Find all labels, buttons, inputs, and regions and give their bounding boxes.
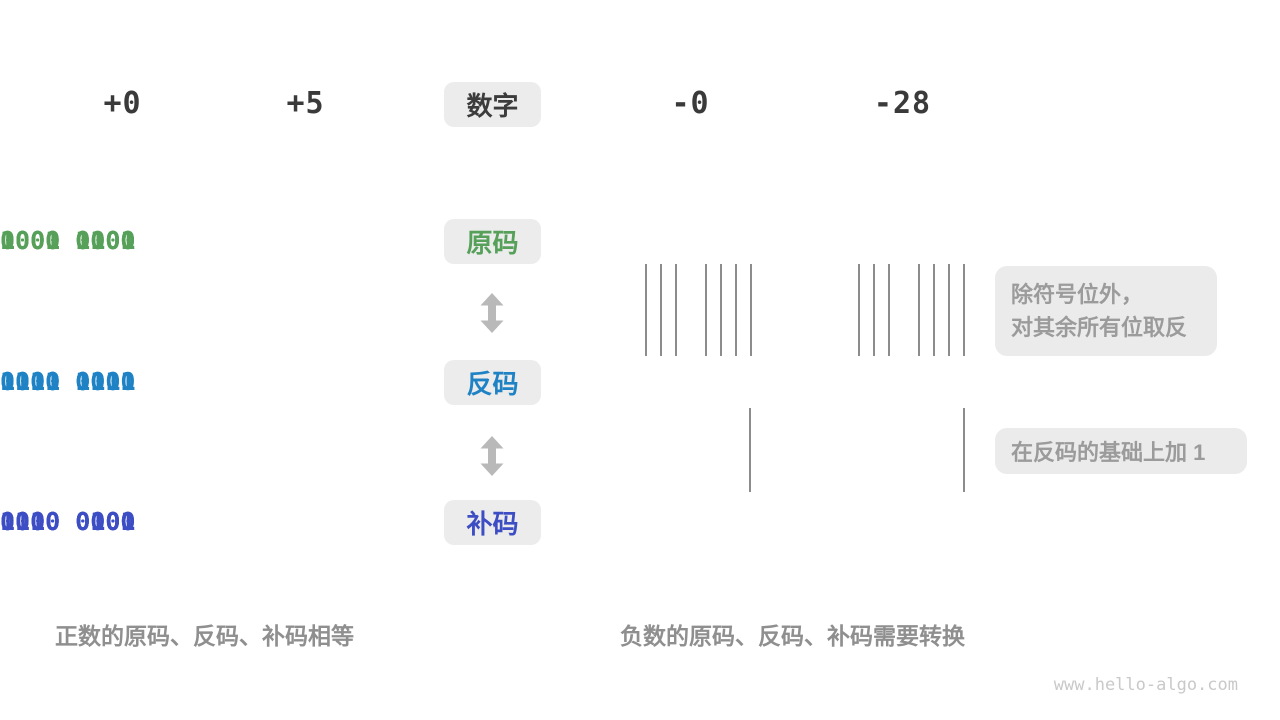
twos-complement-plus-0: 0000 0000 (0, 507, 136, 536)
note-invert-bits: 除符号位外， 对其余所有位取反 (995, 266, 1217, 356)
note-add-one: 在反码的基础上加 1 (995, 428, 1247, 474)
add-one-line-minus-0 (749, 408, 751, 492)
bit-invert-lines-minus-0 (645, 264, 752, 356)
note-invert-bits-line2: 对其余所有位取反 (1011, 315, 1188, 340)
decimal-value-minus-28: -28 (873, 86, 932, 121)
double-arrow-icon (479, 293, 505, 333)
header-badge-number: 数字 (444, 82, 541, 127)
ones-complement-minus-0: 1111 1111 (0, 367, 136, 396)
sign-magnitude-plus-0: 0000 0000 (0, 226, 136, 255)
watermark-url: www.hello-algo.com (1053, 675, 1238, 695)
ones-complement-plus-0: 0000 0000 (0, 367, 136, 396)
double-arrow-icon (479, 436, 505, 476)
decimal-value-minus-0: -0 (671, 86, 710, 121)
bit-invert-lines-minus-28 (858, 264, 965, 356)
note-invert-bits-line1: 除符号位外， (1011, 282, 1144, 307)
twos-complement-minus-28: 1110 0100 (0, 507, 136, 536)
sign-magnitude-minus-28: 1001 1100 (0, 226, 136, 255)
decimal-value-plus-5: +5 (286, 86, 325, 121)
row-badge-ones-complement: 反码 (444, 360, 541, 405)
row-badge-twos-complement: 补码 (444, 500, 541, 545)
twos-complement-plus-5: 0000 0101 (0, 507, 136, 536)
ones-complement-plus-5: 0000 0101 (0, 367, 136, 396)
caption-positive-numbers: 正数的原码、反码、补码相等 (55, 623, 354, 649)
ones-complement-minus-28: 1110 0011 (0, 367, 136, 396)
add-one-line-minus-28 (963, 408, 965, 492)
sign-magnitude-minus-0: 1000 0000 (0, 226, 136, 255)
row-badge-sign-magnitude: 原码 (444, 219, 541, 264)
sign-magnitude-plus-5: 0000 0101 (0, 226, 136, 255)
caption-negative-numbers: 负数的原码、反码、补码需要转换 (620, 623, 965, 649)
twos-complement-minus-0: 0000 0000 (0, 507, 136, 536)
decimal-value-plus-0: +0 (103, 86, 142, 121)
